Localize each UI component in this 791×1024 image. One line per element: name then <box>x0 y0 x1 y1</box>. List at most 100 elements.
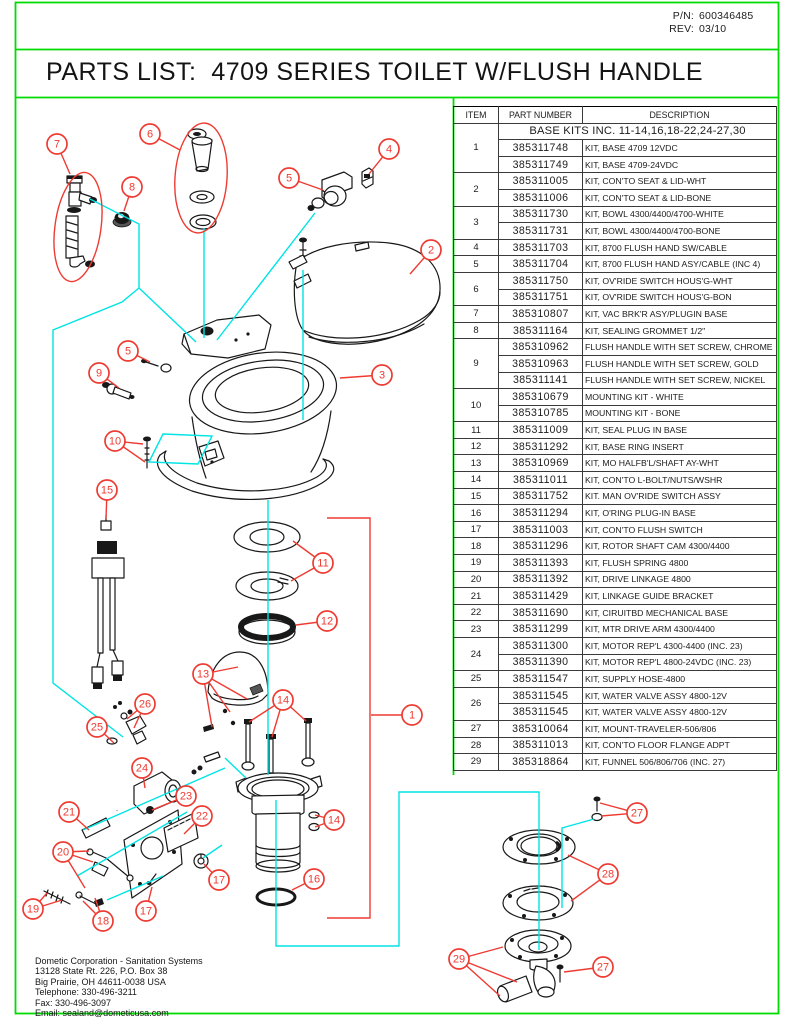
rev-value: 03/10 <box>699 22 727 35</box>
description-cell: KIT, CON'TO SEAT & LID-WHT <box>582 172 777 190</box>
callout-27: 27 <box>563 956 614 978</box>
description-cell: KIT, BASE 4709 12VDC <box>582 139 777 157</box>
description-cell: KIT, SEAL PLUG IN BASE <box>582 421 777 439</box>
highlight-ellipse <box>53 171 103 283</box>
description-cell: KIT, VAC BRK'R ASY/PLUGIN BASE <box>582 305 777 323</box>
description-cell: KIT, CON'TO SEAT & LID-BONE <box>582 188 777 207</box>
item-cell: 21 <box>453 587 499 605</box>
part-number-cell: 385311005 <box>498 172 583 190</box>
svg-text:3: 3 <box>379 370 385 382</box>
description-cell: KIT, CON'TO L-BOLT/NUTS/WSHR <box>582 471 777 489</box>
part-number-cell: 385311393 <box>498 554 583 572</box>
svg-text:13: 13 <box>197 669 209 681</box>
pn-value: 600346485 <box>699 10 754 22</box>
footer-line: Fax: 330-496-3097 <box>35 997 112 1008</box>
svg-text:17: 17 <box>213 875 225 887</box>
svg-text:12: 12 <box>321 616 333 628</box>
item-cell: 6 <box>453 271 499 307</box>
description-cell: KIT, FUNNEL 506/806/706 (INC. 27) <box>582 753 777 771</box>
callout-17: 17 <box>135 886 157 922</box>
item-cell: 16 <box>453 504 499 522</box>
callout-5: 5 <box>117 340 151 363</box>
item-cell: 4 <box>453 238 499 257</box>
description-cell: MOUNTING KIT - BONE <box>582 404 777 423</box>
svg-text:19: 19 <box>27 904 39 916</box>
part-funnel-kit <box>187 128 217 230</box>
svg-text:15: 15 <box>101 485 113 497</box>
description-cell: KIT, BASE RING INSERT <box>582 437 777 456</box>
svg-text:23: 23 <box>180 791 192 803</box>
item-cell: 26 <box>453 686 499 721</box>
part-number-cell: 385311547 <box>498 670 583 688</box>
part-number-cell: 385310962 <box>498 338 583 356</box>
svg-text:1: 1 <box>409 710 415 722</box>
part-seal-plug <box>233 521 301 601</box>
part-number-cell: 385311731 <box>498 222 583 240</box>
callout-4: 4 <box>368 138 400 175</box>
svg-text:8: 8 <box>129 182 135 194</box>
item-cell: 13 <box>453 454 499 473</box>
item-cell: 28 <box>453 736 499 755</box>
footer-line: 13128 State Rt. 226, P.O. Box 38 <box>35 966 168 977</box>
description-cell: KIT, 8700 FLUSH HAND ASY/CABLE (INC 4) <box>582 255 777 273</box>
item-cell: 29 <box>453 753 499 771</box>
description-cell: FLUSH HANDLE WITH SET SCREW, GOLD <box>582 354 777 373</box>
description-cell: KIT, ROTOR SHAFT CAM 4300/4400 <box>582 537 777 556</box>
page-title: PARTS LIST: 4709 SERIES TOILET W/FLUSH H… <box>46 58 704 86</box>
callout-26: 26 <box>126 693 156 729</box>
description-cell: MOUNTING KIT - WHITE <box>582 388 777 406</box>
svg-text:5: 5 <box>286 173 292 185</box>
item-cell: 1 <box>453 122 499 174</box>
description-cell: KIT, DRIVE LINKAGE 4800 <box>582 570 777 589</box>
callout-3: 3 <box>339 364 393 386</box>
description-cell: KIT, 8700 FLUSH HAND SW/CABLE <box>582 238 777 257</box>
base-kits-span: BASE KITS INC. 11-14,16,18-22,24-27,30 <box>498 122 777 141</box>
callout-17: 17 <box>203 863 230 891</box>
item-cell: 19 <box>453 554 499 572</box>
part-number-cell: 385311545 <box>498 686 583 705</box>
description-cell: KIT, WATER VALVE ASSY 4800-12V <box>582 703 777 721</box>
description-cell: KIT, BOWL 4300/4400/4700-BONE <box>582 222 777 240</box>
part-number-cell: 385310963 <box>498 354 583 373</box>
description-cell: KIT. MAN OV'RIDE SWITCH ASSY <box>582 487 777 506</box>
part-bowl <box>156 314 338 501</box>
callout-10: 10 <box>104 430 146 463</box>
part-number-cell: 385310064 <box>498 719 583 738</box>
item1-bracket <box>327 517 371 919</box>
part-number-cell: 385311751 <box>498 288 583 307</box>
footer-line: Email: sealand@dometicusa.com <box>35 1008 169 1019</box>
description-cell: KIT, MOUNT-TRAVELER-506/806 <box>582 719 777 738</box>
rev-line: REV:03/10 <box>669 23 761 36</box>
item-cell: 20 <box>453 570 499 589</box>
column-header: DESCRIPTION <box>582 106 777 124</box>
callout-15: 15 <box>96 479 118 520</box>
callout-2: 2 <box>409 239 442 275</box>
footer-line: Big Prairie, OH 44611-0038 USA <box>35 976 166 987</box>
part-number-cell: 385311750 <box>498 271 583 290</box>
part-number-cell: 385311299 <box>498 620 583 638</box>
callout-12: 12 <box>295 610 338 632</box>
part-flush-handle <box>102 382 135 400</box>
diagram-parts <box>43 128 603 1003</box>
